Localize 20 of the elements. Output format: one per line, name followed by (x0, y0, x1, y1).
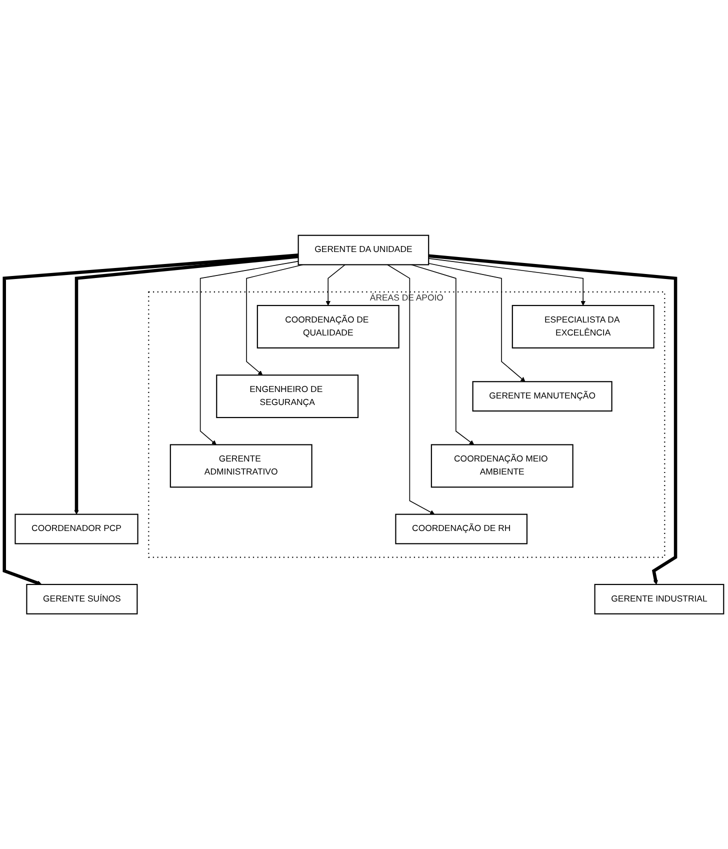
arrow (2, 253, 298, 586)
node-box: GERENTE MANUTENÇÃO (472, 381, 612, 412)
node-box: GERENTE INDUSTRIAL (594, 584, 724, 614)
arrow (428, 254, 678, 585)
node-box: COORDENAÇÃO MEIO AMBIENTE (430, 444, 574, 488)
arrow (428, 258, 586, 306)
arrow (74, 254, 298, 514)
node-box: COORDENAÇÃO DE RH (395, 514, 528, 544)
node-box: COORDENAÇÃO DE QUALIDADE (256, 304, 400, 348)
node-box: GERENTE DA UNIDADE (298, 234, 430, 266)
node-box: ESPECIALISTA DA EXCELÊNCIA (512, 304, 654, 348)
arrow (428, 262, 526, 382)
arrow (387, 264, 435, 514)
node-box: COORDENADOR PCP (14, 514, 138, 544)
arrow (411, 264, 474, 445)
node-box: GERENTE ADMINISTRATIVO (170, 444, 312, 488)
node-box: ENGENHEIRO DE SEGURANÇA (216, 374, 359, 418)
node-box: GERENTE SUÍNOS (26, 584, 138, 614)
arrow (200, 260, 299, 445)
arrow (326, 264, 346, 306)
